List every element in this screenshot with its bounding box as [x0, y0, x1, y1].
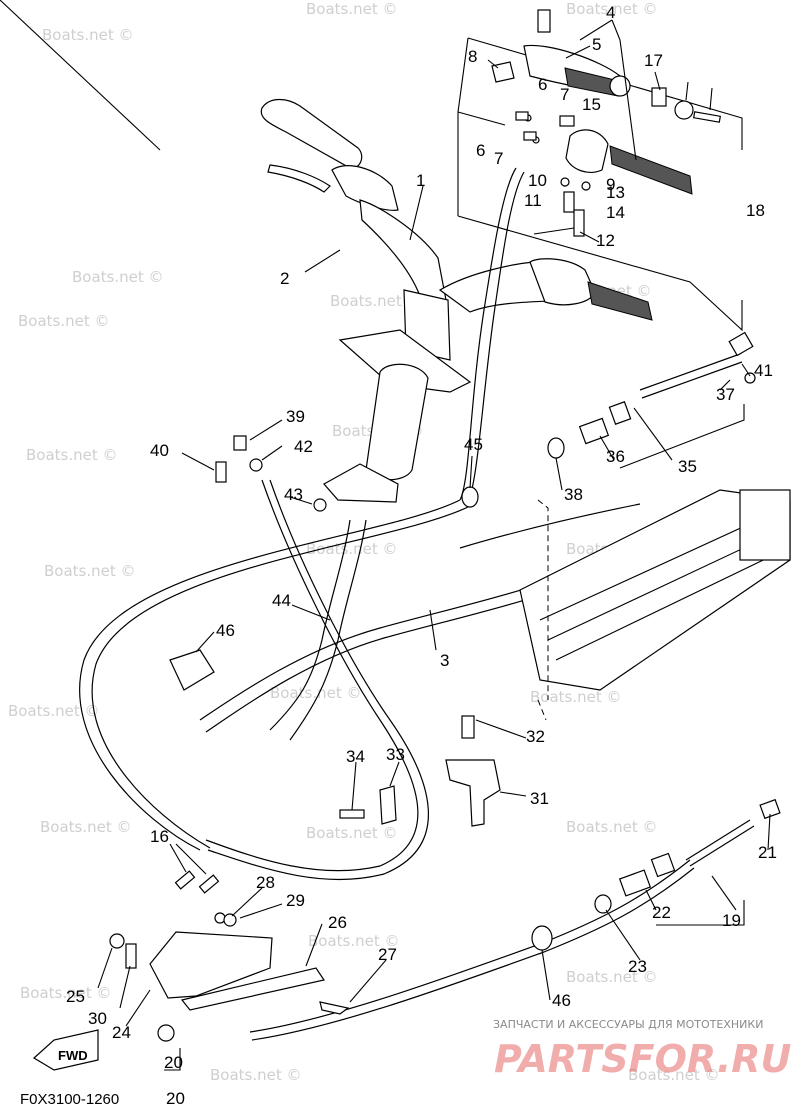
callout-label: 6 [538, 75, 547, 94]
callout-label: 30 [88, 1009, 107, 1028]
watermark: Boats.net © [330, 292, 422, 310]
callout-label: 37 [716, 385, 735, 404]
watermark: Boats.net © [270, 684, 362, 702]
callout-label: 24 [112, 1023, 131, 1042]
callout-label: 1 [416, 171, 425, 190]
watermark: Boats.net © [72, 268, 164, 286]
watermark: Boats.net © [306, 540, 398, 558]
diagram-code: F0X3100-1260 [20, 1091, 119, 1108]
callout-label: 3 [440, 651, 449, 670]
callout-label: 32 [526, 727, 545, 746]
callout-label: 16 [150, 827, 169, 846]
watermark: Boats.net © [306, 824, 398, 842]
watermark: Boats.net © [306, 0, 398, 18]
callout-label: 11 [524, 191, 542, 210]
callout-label: 6 [476, 141, 485, 160]
callout-label: 43 [284, 485, 303, 504]
engine-block [519, 489, 791, 691]
watermark: Boats.net © [566, 0, 658, 18]
callout-label: 27 [378, 945, 397, 964]
watermark: Boats.net © [566, 818, 658, 836]
callout-label: 23 [628, 957, 647, 976]
watermark: Boats.net © [210, 1066, 302, 1084]
watermark: Boats.net © [308, 932, 400, 950]
callout-label: 7 [560, 85, 569, 104]
watermark: Boats.net © [18, 312, 110, 330]
leader-lines [0, 0, 771, 1071]
callout-label: 41 [754, 361, 773, 380]
callout-label: 46 [552, 991, 571, 1010]
callout-label: 31 [530, 789, 549, 808]
callout-label: 13 [606, 183, 625, 202]
callout-label: 18 [746, 201, 765, 220]
callout-label: 47 [0, 0, 19, 4]
callout-label: 34 [346, 747, 365, 766]
callout-label: 42 [294, 437, 313, 456]
callout-label: 44 [272, 591, 291, 610]
callout-label: 40 [150, 441, 169, 460]
callout-label: 19 [722, 911, 741, 930]
callout-label: 10 [528, 171, 547, 190]
callout-label: 8 [468, 47, 477, 66]
callout-label: 26 [328, 913, 347, 932]
brand-subtitle: ЗАПЧАСТИ И АКСЕССУАРЫ ДЛЯ МОТОТЕХНИКИ [493, 1018, 763, 1031]
fwd-label: FWD [58, 1048, 88, 1063]
callout-label: 12 [596, 231, 615, 250]
watermark: Boats.net © [40, 818, 132, 836]
callout-label: 33 [386, 745, 405, 764]
callout-label: 35 [678, 457, 697, 476]
callout-label: 9 [606, 175, 615, 194]
callout-label: 38 [564, 485, 583, 504]
callout-label: 14 [606, 203, 625, 222]
watermark: Boats.net © [8, 702, 100, 720]
callout-label: 17 [644, 51, 663, 70]
callout-label: 20 [166, 1089, 185, 1108]
callout-label: 4 [606, 3, 615, 22]
watermark: Boats.net © [566, 968, 658, 986]
callout-label: 25 [66, 987, 85, 1006]
callout-label: 45 [464, 435, 483, 454]
handlebar-left-grip [260, 98, 447, 301]
callout-label: 21 [758, 843, 777, 862]
brand-logo: PARTSFOR.RU [494, 1037, 792, 1081]
watermark: Boats.net © [44, 562, 136, 580]
watermark: Boats.net © [628, 1066, 720, 1084]
callout-label: 28 [256, 873, 275, 892]
callout-label: 22 [652, 903, 671, 922]
callout-label: 39 [286, 407, 305, 426]
callout-label: 5 [592, 35, 601, 54]
callout-label: 20 [164, 1053, 183, 1072]
callout-label: 29 [286, 891, 305, 910]
handlebar-right-grip [438, 258, 653, 321]
steering-column [269, 289, 472, 741]
watermark: Boats.net © [42, 26, 134, 44]
callout-label: 7 [494, 149, 503, 168]
callout-label: 36 [606, 447, 625, 466]
watermark: Boats.net © [530, 688, 622, 706]
watermark: Boats.net © [26, 446, 118, 464]
callout-label: 15 [582, 95, 601, 114]
small-parts [109, 9, 781, 1042]
fwd-arrow-icon: FWD [32, 1029, 99, 1071]
callout-label: 2 [280, 269, 289, 288]
callout-label: 46 [216, 621, 235, 640]
watermark: Boats.net © [20, 984, 112, 1002]
